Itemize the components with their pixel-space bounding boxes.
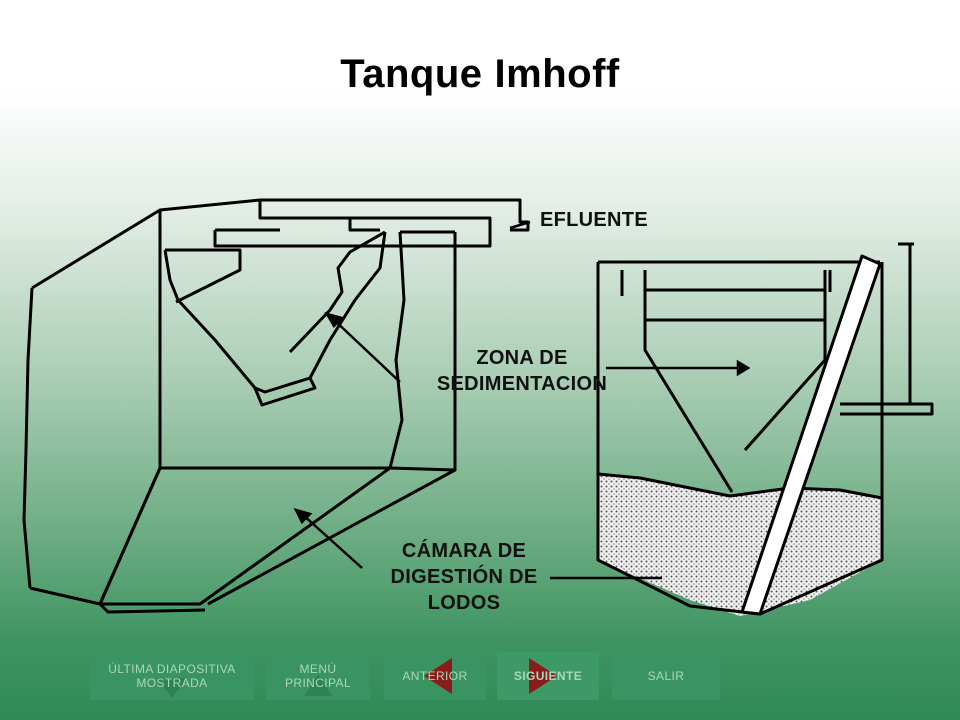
- digestion-chamber-label-line3: LODOS: [427, 592, 501, 614]
- exit-button[interactable]: SALIR: [612, 652, 720, 700]
- triangle-down-icon: [157, 678, 187, 698]
- previous-label: ANTERIOR: [402, 669, 468, 683]
- previous-button[interactable]: ANTERIOR: [384, 652, 486, 700]
- sedimentation-zone-label: ZONA DE SEDIMENTACION: [412, 345, 632, 397]
- digestion-chamber-label-line2: DIGESTIÓN DE: [390, 566, 538, 588]
- last-slide-shown-label: ÚLTIMA DIAPOSITIVA MOSTRADA: [108, 662, 236, 690]
- main-menu-label: MENÚ PRINCIPAL: [284, 662, 352, 690]
- pointer-lines: [293, 220, 751, 580]
- navigation-bar: ÚLTIMA DIAPOSITIVA MOSTRADA MENÚ PRINCIP…: [0, 652, 960, 700]
- triangle-up-icon: [304, 674, 332, 696]
- effluent-label: EFLUENTE: [540, 209, 648, 231]
- next-button[interactable]: SIGUIENTE: [497, 652, 599, 700]
- title-word-2: Imhoff: [494, 52, 620, 96]
- triangle-right-icon: [529, 658, 557, 694]
- perspective-view: [22, 198, 530, 614]
- sedimentation-zone-label-line1: ZONA DE: [476, 347, 568, 369]
- main-menu-button[interactable]: MENÚ PRINCIPAL: [266, 652, 370, 700]
- triangle-left-icon: [424, 658, 452, 694]
- exit-label: SALIR: [647, 669, 685, 683]
- digestion-chamber-label-line1: CÁMARA DE: [401, 540, 527, 562]
- sedimentation-zone-label-line2: SEDIMENTACION: [436, 373, 608, 395]
- section-view: [596, 242, 934, 616]
- next-label: SIGUIENTE: [513, 669, 583, 683]
- digestion-chamber-label: CÁMARA DE DIGESTIÓN DE LODOS: [364, 538, 564, 616]
- title-word-1: Tanque: [340, 52, 483, 96]
- last-slide-shown-button[interactable]: ÚLTIMA DIAPOSITIVA MOSTRADA: [90, 652, 254, 700]
